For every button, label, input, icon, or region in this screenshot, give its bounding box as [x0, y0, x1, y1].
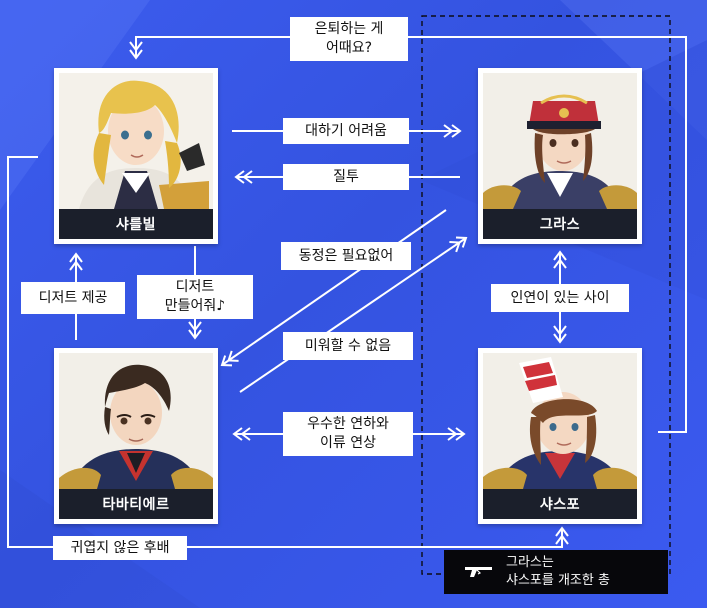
label-retire: 은퇴하는 게 어때요? [290, 17, 408, 61]
portrait-gras [483, 73, 637, 209]
label-make-dessert: 디저트 만들어줘♪ [137, 275, 253, 319]
name-tabatiere: 타바티에르 [59, 489, 213, 519]
edge-not-cute-junior [7, 156, 569, 548]
label-cannot-hate: 미워할 수 없음 [283, 332, 413, 360]
legend-box: 그라스는 샤스포를 개조한 총 [444, 550, 668, 594]
label-senior-junior: 우수한 연하와 이류 연상 [283, 412, 413, 456]
card-charleville[interactable]: 샤를빌 [54, 68, 218, 244]
legend-text: 그라스는 샤스포를 개조한 총 [506, 555, 610, 588]
label-hard-to-approach: 대하기 어려움 [283, 118, 409, 144]
edge-cannot-hate [239, 236, 468, 393]
card-chassepot[interactable]: 샤스포 [478, 348, 642, 524]
name-gras: 그라스 [483, 209, 637, 239]
card-gras[interactable]: 그라스 [478, 68, 642, 244]
gun-icon [464, 564, 494, 586]
edge-retire [129, 36, 687, 433]
portrait-chassepot [483, 353, 637, 489]
card-tabatiere[interactable]: 타바티에르 [54, 348, 218, 524]
name-charleville: 샤를빌 [59, 209, 213, 239]
label-destined: 인연이 있는 사이 [491, 284, 629, 312]
label-dessert-provide: 디저트 제공 [21, 282, 125, 314]
portrait-charleville [59, 73, 213, 209]
portrait-tabatiere [59, 353, 213, 489]
label-no-sympathy: 동정은 필요없어 [281, 242, 411, 270]
label-jealousy: 질투 [283, 164, 409, 190]
name-chassepot: 샤스포 [483, 489, 637, 519]
edge-no-sympathy [220, 209, 447, 367]
label-not-cute-junior: 귀엽지 않은 후배 [53, 536, 187, 560]
